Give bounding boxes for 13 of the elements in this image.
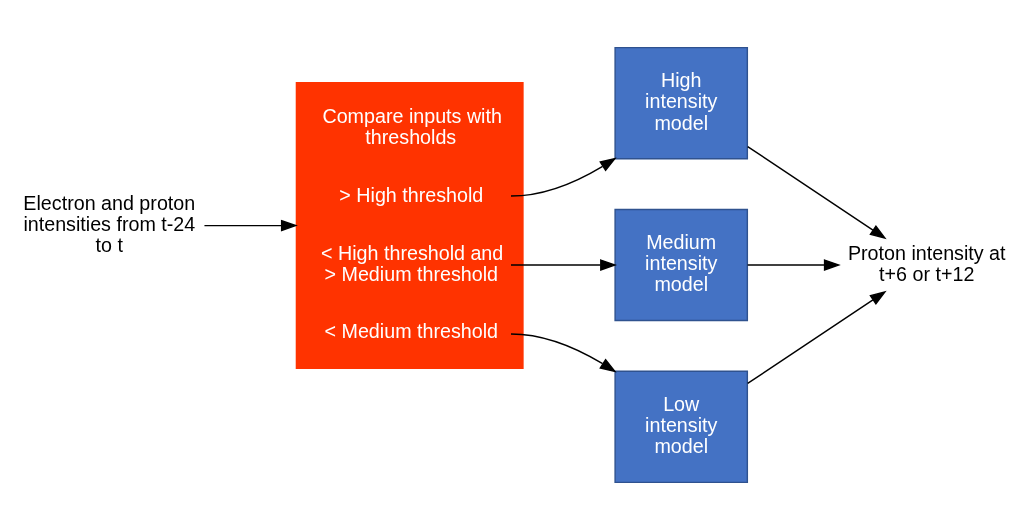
- arrow: [746, 258, 841, 271]
- arrow: [203, 219, 298, 232]
- arrow: [510, 332, 617, 373]
- node-box: Compare inputs with thresholds > High threshold < High threshold and > Medium threshold < Medium threshold: [295, 81, 524, 369]
- node-box: Low intensity model: [614, 370, 749, 483]
- node-text: Proton intensity at t+6 or t+12: [847, 241, 1006, 285]
- node-box: High intensity model: [614, 46, 749, 159]
- arrow: [510, 258, 617, 271]
- arrow: [746, 145, 887, 239]
- node-box: Medium intensity model: [614, 208, 749, 321]
- arrow: [510, 156, 617, 197]
- arrow: [746, 290, 887, 384]
- node-text: Electron and proton intensities from t-24 to t: [23, 191, 196, 256]
